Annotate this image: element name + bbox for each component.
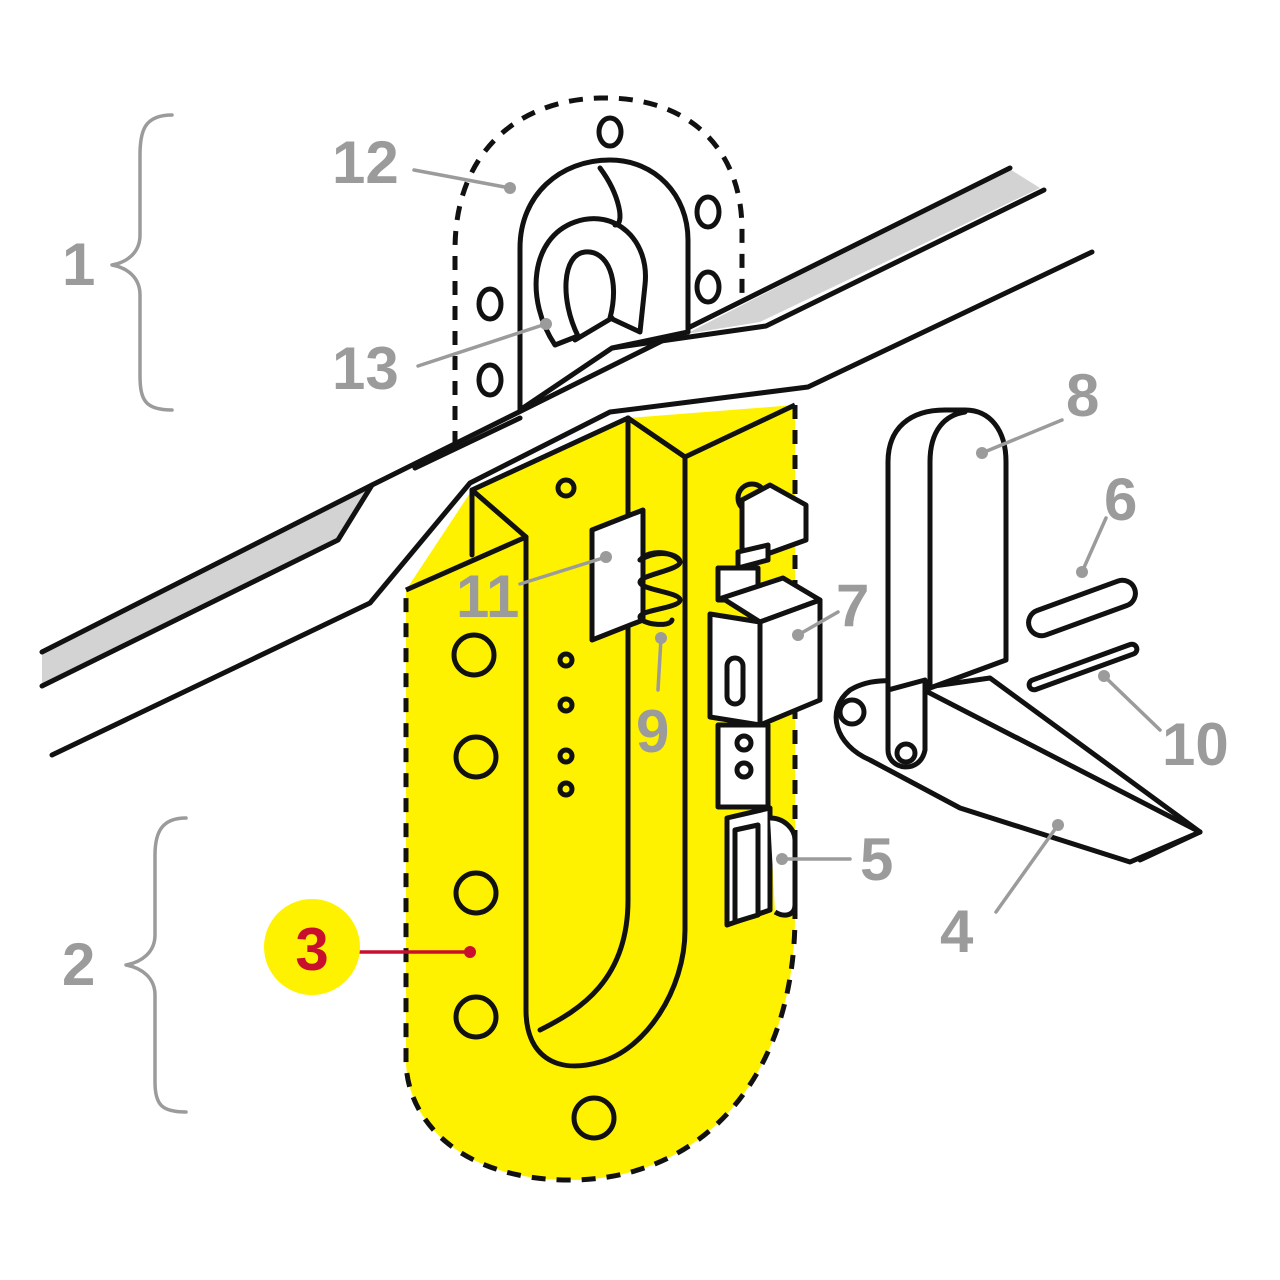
label-7: 7: [836, 572, 869, 639]
label-4: 4: [940, 898, 974, 965]
latch-11: [589, 507, 646, 643]
plate-hole-small: [555, 477, 577, 499]
plate-hole-large: [571, 1095, 617, 1141]
spring-9: [637, 550, 683, 627]
plate-hole-large: [453, 870, 499, 916]
plate-hole-large: [453, 994, 499, 1040]
bracket-7: [707, 565, 823, 810]
brace-group-1: [110, 113, 174, 412]
upper-bracket-plate: [517, 157, 691, 413]
bracket-hole: [694, 194, 722, 230]
channel-inner-edge: [537, 415, 631, 1033]
plate-hole-large: [451, 632, 497, 678]
label-5: 5: [860, 826, 893, 893]
label-2: 2: [62, 931, 95, 998]
cover-8: [885, 407, 1009, 770]
bracket-hole: [476, 362, 504, 398]
label-10: 10: [1162, 711, 1229, 778]
cam-lever: [735, 481, 809, 571]
plate-front-face: [404, 402, 797, 1069]
mounting-plate-3: [403, 402, 798, 1183]
plate-hole-small: [557, 651, 575, 669]
part-labels: 1 2 12 13 11 9 7 8 6 10 5 4 3: [62, 129, 1229, 998]
upper-bracket-dashed-outline: [452, 95, 745, 445]
label-12: 12: [332, 129, 399, 196]
clip-5: [724, 805, 798, 928]
label-11: 11: [456, 563, 519, 630]
label-6: 6: [1104, 466, 1137, 533]
bracket-hole: [476, 286, 504, 322]
plate-hole-small: [557, 747, 575, 765]
rail-track: [39, 165, 1095, 758]
brace-group-2: [124, 816, 188, 1114]
label-13: 13: [332, 335, 399, 402]
plate-hole-large: [453, 734, 499, 780]
label-3: 3: [295, 916, 328, 983]
bracket-hole: [596, 115, 624, 149]
hook-body: [533, 216, 648, 348]
label-9: 9: [636, 698, 669, 765]
bracket-hole: [694, 269, 722, 305]
hook-13: [533, 165, 648, 348]
pin-6: [1026, 577, 1138, 639]
label-8: 8: [1066, 362, 1099, 429]
plate-hole-small: [557, 780, 575, 798]
plate-hole-small: [557, 696, 575, 714]
highlight-badge: [264, 899, 360, 995]
upper-bracket-12: [452, 95, 745, 445]
label-1: 1: [62, 231, 95, 298]
rod-10: [1026, 641, 1140, 693]
leader-lines: [350, 168, 1162, 958]
